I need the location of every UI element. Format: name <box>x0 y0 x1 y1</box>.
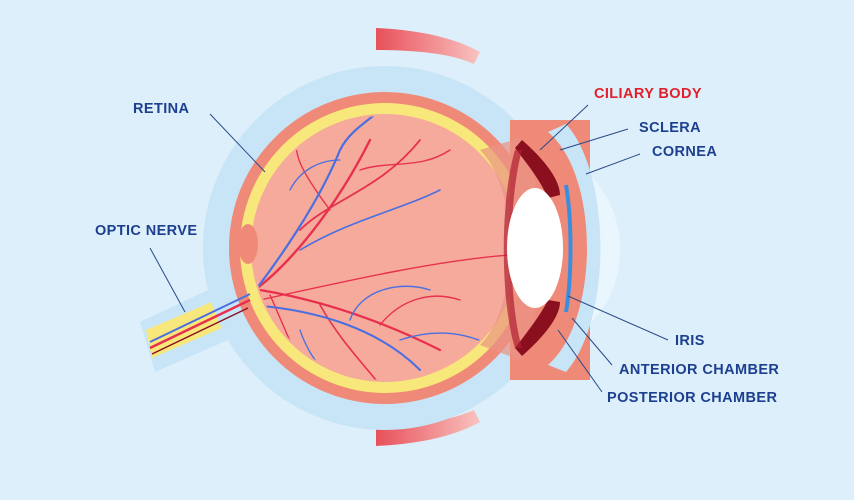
ciliary-body-top <box>515 140 560 198</box>
bottom-extraocular-muscle <box>376 410 480 446</box>
ciliary-body-bottom <box>515 300 560 356</box>
iris-strip <box>564 184 573 313</box>
label-anterior-chamber: ANTERIOR CHAMBER <box>619 362 780 378</box>
label-iris: IRIS <box>675 333 705 349</box>
top-extraocular-muscle <box>376 28 480 64</box>
label-posterior-chamber: POSTERIOR CHAMBER <box>607 390 778 406</box>
optic-nerve-vessel-dark <box>151 307 249 355</box>
label-ciliary-body: CILIARY BODY <box>594 86 702 102</box>
macula <box>238 224 258 264</box>
label-retina: RETINA <box>133 101 190 117</box>
ciliary-body-side <box>503 150 522 348</box>
pointer-lines <box>149 104 669 393</box>
optic-nerve-vessel-blue <box>149 293 251 343</box>
label-cornea: CORNEA <box>652 144 718 160</box>
optic-nerve-vessel-red <box>149 298 251 350</box>
label-sclera: SCLERA <box>639 120 702 136</box>
anterior-sclera-edge <box>548 124 601 372</box>
label-optic-nerve: OPTIC NERVE <box>95 223 198 239</box>
lens <box>507 188 563 308</box>
